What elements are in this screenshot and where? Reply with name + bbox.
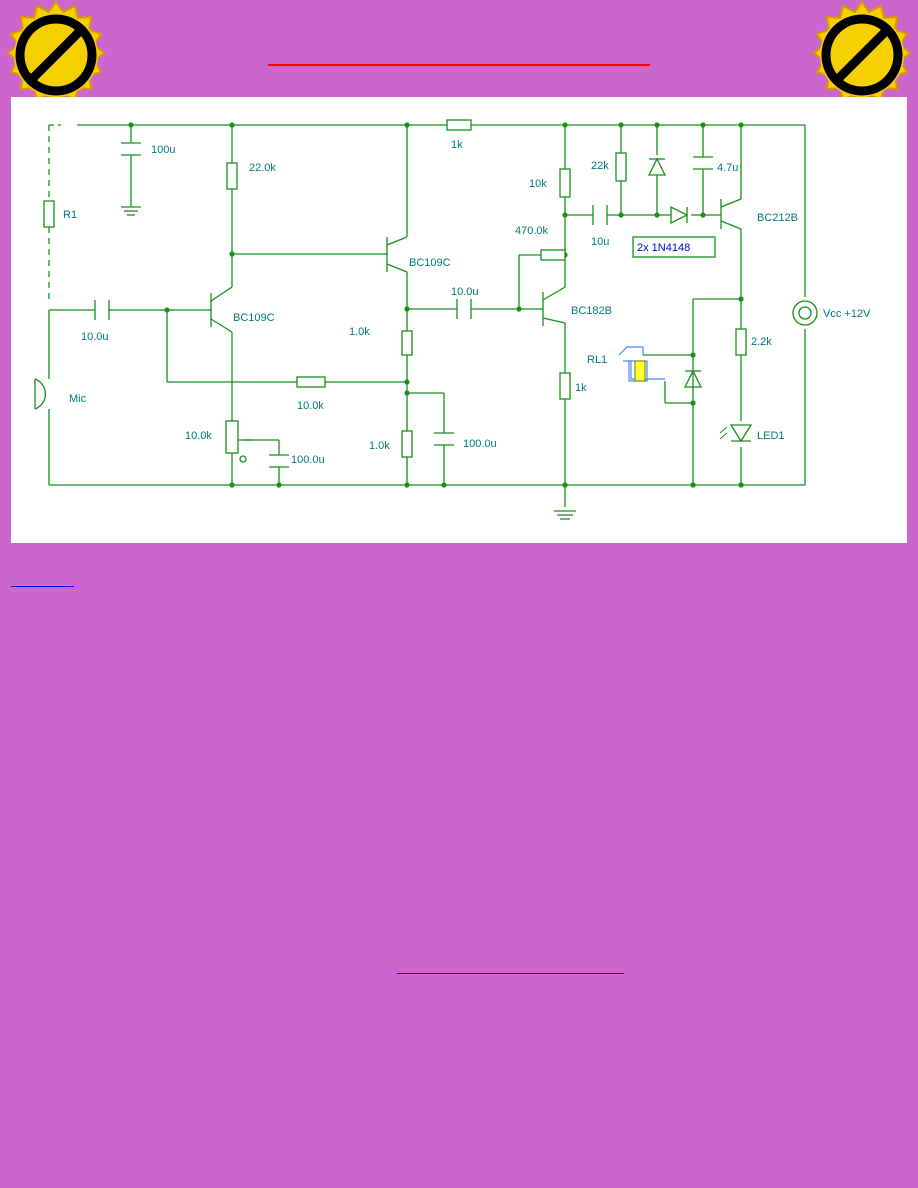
resistor-22k-bias [615, 152, 627, 182]
no-entry-badge-right [812, 0, 912, 106]
circuit-schematic: 100u 22.0k 1k 10k 22k 4.7u R1 10u 2x 1N4… [34, 119, 871, 520]
label-mic: Mic [69, 393, 87, 405]
no-entry-badge-left [6, 0, 106, 106]
label-r-stage3: 10k [529, 178, 547, 190]
no-entry-sign-icon [812, 0, 912, 106]
label-c-in: 10.0u [81, 331, 109, 343]
label-r-emitter: 1.0k [349, 326, 370, 338]
label-r-2k2: 2.2k [751, 336, 772, 348]
label-r-470k: 470.0k [515, 225, 549, 237]
circuit-schematic-panel: 100u 22.0k 1k 10k 22k 4.7u R1 10u 2x 1N4… [11, 97, 907, 543]
resistor-22k [226, 162, 238, 190]
label-q4: BC212B [757, 212, 798, 224]
label-r-collector1: 22.0k [249, 162, 276, 174]
label-r-22k: 22k [591, 160, 609, 172]
relay-rl1 [618, 346, 665, 382]
label-vcc: Vcc +12V [823, 308, 871, 320]
label-r-emitter2: 1.0k [369, 440, 390, 452]
label-diodes-note: 2x 1N4148 [637, 242, 690, 254]
resistor-10k [559, 168, 571, 198]
label-c-supply: 100u [151, 144, 175, 156]
label-r-feedback: 10.0k [297, 400, 324, 412]
resistor-1k-q3 [559, 372, 571, 400]
label-pot: 10.0k [185, 430, 212, 442]
no-entry-sign-icon [6, 0, 106, 106]
page-title-link[interactable] [268, 40, 650, 66]
label-c-47: 4.7u [717, 162, 738, 174]
label-r-1k-bottom: 1k [575, 382, 587, 394]
label-c-bypass: 100.0u [463, 438, 497, 450]
label-r-supply: 1k [451, 139, 463, 151]
resistor-1k-emitter [401, 330, 413, 356]
label-q1: BC109C [233, 312, 275, 324]
label-c-emitter: 100.0u [291, 454, 325, 466]
label-c-coupling: 10.0u [451, 286, 479, 298]
resistor-470k [540, 249, 566, 261]
label-q3: BC182B [571, 305, 612, 317]
resistor-r1 [43, 200, 55, 228]
label-led1: LED1 [757, 430, 785, 442]
resistor-1k-lower [401, 430, 413, 458]
diode-note-box [632, 236, 716, 258]
label-c-10u: 10u [591, 236, 609, 248]
resistor-10k-feedback [296, 376, 326, 388]
footer-link[interactable] [397, 973, 624, 974]
resistor-1k-supply [446, 119, 472, 131]
label-q2: BC109C [409, 257, 451, 269]
potentiometer-10k [225, 420, 239, 454]
back-link[interactable] [11, 586, 74, 587]
resistor-2k2 [735, 328, 747, 356]
label-r1: R1 [63, 209, 77, 221]
label-rl1: RL1 [587, 354, 607, 366]
